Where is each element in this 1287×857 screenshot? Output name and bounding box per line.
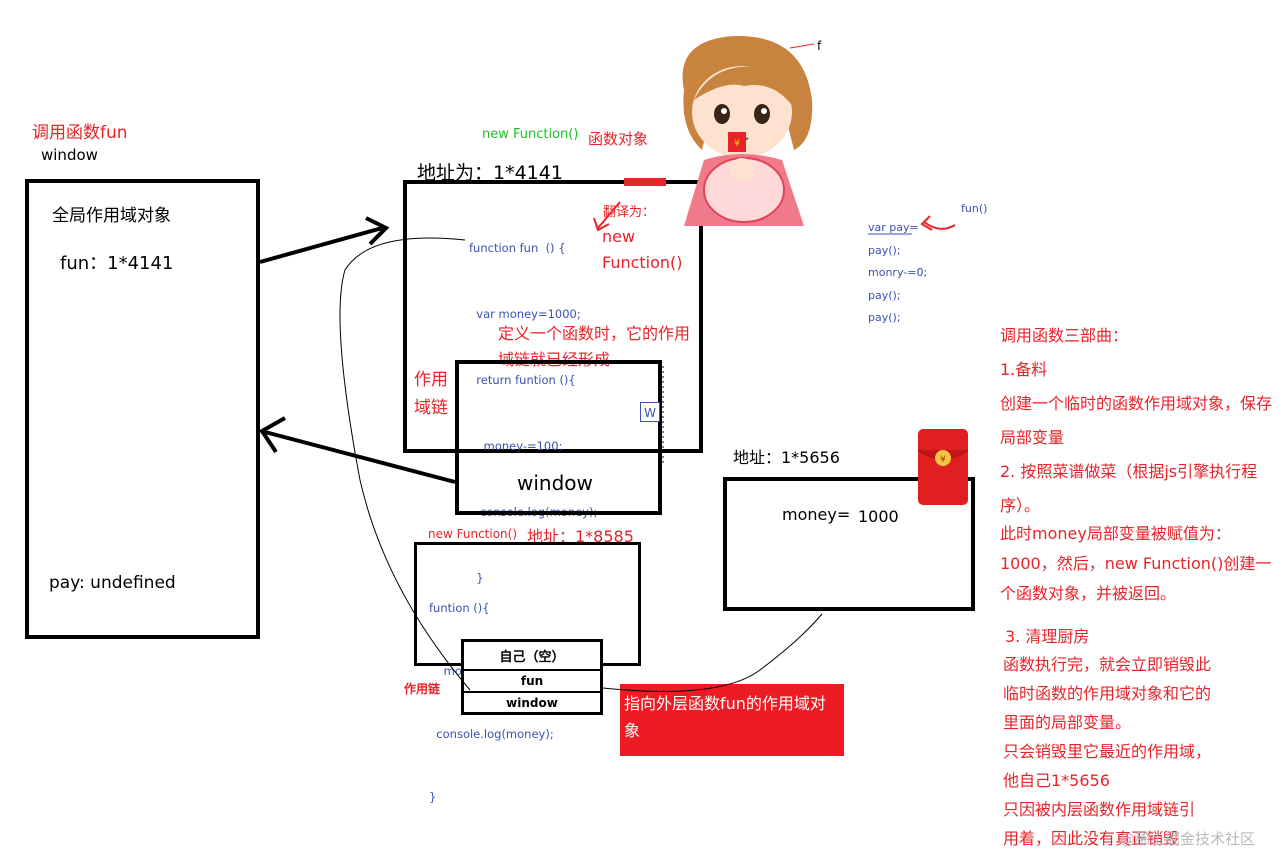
step-3-line: 函数执行完，就会立即销毁此 (1003, 655, 1212, 674)
new-function-label: new Function() (482, 127, 579, 142)
pay-arrow-icon (923, 221, 956, 230)
word-icon[interactable]: W (640, 402, 660, 422)
pay-value: pay: undefined (49, 573, 176, 593)
function-object-label: 函数对象 (588, 130, 649, 148)
call-line: var pay= (868, 221, 919, 234)
function-code: function fun () { var money=1000; return… (469, 193, 597, 677)
code-line: } (429, 790, 437, 804)
call-line: monry-=0; (868, 266, 928, 279)
fun-address: fun：1*4141 (60, 253, 174, 274)
step-3-line: 用着，因此没有真正销毁 (1003, 829, 1180, 848)
watermark: @稀土掘金技术社区 (1120, 830, 1256, 848)
svg-text:¥: ¥ (940, 455, 946, 465)
money-label: money= (782, 505, 851, 524)
fun-call-label: fun() (961, 202, 988, 215)
code-line: function fun () { (469, 241, 566, 255)
red-envelope-icon: ¥ (917, 429, 969, 505)
call-lines: var pay= pay(); monry-=0; pay(); pay(); (868, 217, 927, 330)
svg-text:¥: ¥ (734, 139, 740, 149)
step-3-desc: 函数执行完，就会立即销毁此 临时函数的作用域对象和它的 里面的局部变量。 只会销… (1003, 650, 1211, 853)
arrowhead-icon (365, 216, 390, 246)
step-2: 2. 按照菜谱做菜（根据js引擎执行程序）。 (1000, 462, 1258, 515)
code-line: console.log(money); (429, 727, 554, 741)
step-3-line: 只因被内层函数作用域链引 (1003, 800, 1196, 819)
inner-chain-label: 作用链 (404, 682, 441, 696)
inner-new-function-label: new Function() (428, 527, 518, 541)
call-line: pay(); (868, 288, 901, 302)
local-address: 地址：1*5656 (733, 448, 840, 467)
chain-window: window (464, 691, 600, 713)
code-line: } (469, 571, 484, 585)
inner-scope-chain: 自己（空） fun window (461, 639, 603, 715)
arrow-to-function (259, 226, 383, 264)
svg-text:f: f (817, 39, 822, 53)
call-line: pay(); (868, 311, 901, 324)
scope-chain-label: 作用 域链 (414, 370, 448, 418)
step-3-line: 里面的局部变量。 (1003, 713, 1132, 732)
global-obj-title: 全局作用域对象 (52, 206, 171, 226)
girl-illustration: ¥ f (682, 35, 822, 226)
translate-label: 翻译为： (603, 205, 656, 220)
translate-value: new Function() (602, 227, 683, 272)
code-line: var money=1000; (469, 307, 581, 321)
step-3: 3. 清理厨房 (1005, 627, 1090, 646)
code-line: funtion (){ (429, 601, 490, 615)
call-title: 调用函数fun (32, 123, 128, 143)
step-1-desc: 创建一个临时的函数作用域对象，保存局部变量 (1000, 394, 1273, 447)
code-line: money-=100; (469, 439, 563, 453)
step-2-desc: 此时money局部变量被赋值为：1000，然后，new Function()创建… (1000, 524, 1272, 603)
step-1: 1.备料 (1000, 360, 1048, 379)
step-3-line: 临时函数的作用域对象和它的 (1003, 684, 1212, 703)
steps-title: 调用函数三部曲： (1000, 326, 1129, 345)
step-3-line: 只会销毁里它最近的作用域， (1003, 742, 1212, 761)
callout-box: 指向外层函数fun的作用域对象 (620, 684, 844, 756)
scope-chain-window: window (517, 471, 593, 495)
step-3-line: 他自己1*5656 (1003, 771, 1110, 790)
local-scope-box: money= 1000 (723, 477, 975, 611)
chain-fun: fun (464, 669, 600, 691)
inner-address: 地址：1*8585 (527, 527, 634, 546)
window-label: window (41, 146, 98, 164)
call-line: pay(); (868, 243, 901, 257)
function-address: 地址为：1*4141 (417, 162, 563, 184)
define-note: 定义一个函数时，它的作用域链就已经形成 (498, 324, 691, 369)
scope-chain-divider (455, 450, 662, 453)
chain-self: 自己（空） (499, 650, 565, 665)
arrowhead-icon (259, 416, 286, 454)
code-line: return funtion (){ (469, 373, 576, 387)
money-value: 1000 (858, 507, 899, 526)
red-marker (624, 178, 666, 186)
global-scope-box: 全局作用域对象 fun：1*4141 pay: undefined (25, 179, 260, 639)
